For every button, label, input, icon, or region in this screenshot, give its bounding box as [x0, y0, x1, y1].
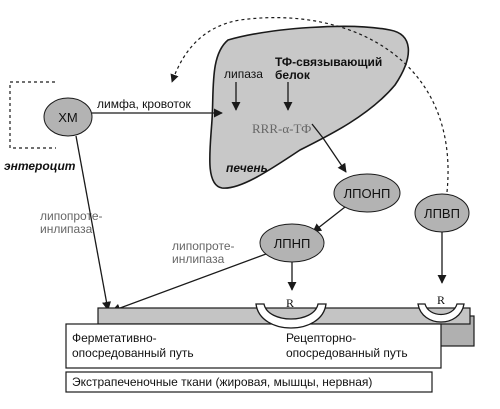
lymph-label: лимфа, кровоток	[97, 97, 191, 111]
lipoprotein-lipase-label-1a: липопроте-	[40, 209, 103, 223]
receptor-path-label-2: опосредованный путь	[286, 346, 408, 360]
liver-to-lponp-arrow	[311, 123, 347, 173]
lipoprotein-lipase-label-2b: инлипаза	[172, 252, 225, 266]
extrahepatic-tissues-label: Экстрапеченочные ткани (жировая, мышцы, …	[72, 375, 372, 389]
receptor-label-2: R	[437, 293, 445, 307]
lipase-label: липаза	[224, 67, 263, 81]
tf-binding-label-2: белок	[275, 68, 311, 82]
enzymatic-path-label-2: опосредованный путь	[72, 346, 194, 360]
enterocyte-label: энтероцит	[4, 159, 76, 173]
lpnp-to-enzymatic-arrow	[111, 253, 267, 313]
receptor-cup-2	[417, 303, 465, 323]
xm-label: ХМ	[58, 110, 78, 125]
rrr-tf-label: RRR-α-ТФ	[252, 121, 311, 136]
receptor-label-1: R	[286, 296, 294, 310]
extrahepatic-tissues-bar	[65, 371, 433, 393]
tf-binding-label-1: ТФ-связывающий	[275, 55, 382, 69]
lipoprotein-lipase-label-1b: инлипаза	[40, 222, 93, 236]
lponp-to-lpnp-arrow	[312, 206, 346, 233]
xm-node	[43, 97, 93, 137]
lipoprotein-lipase-label-2a: липопроте-	[172, 239, 235, 253]
liver-shape	[208, 25, 410, 189]
enterocyte-box	[9, 81, 56, 149]
receptor-cup-1	[255, 303, 327, 329]
enzymatic-path-label-1: Ферметативно-	[72, 331, 157, 345]
receptor-path-label-1: Рецепторно-	[286, 331, 356, 345]
xm-to-tissue-arrow	[75, 135, 111, 311]
lpnp-label: ЛПНП	[274, 236, 311, 251]
lponp-label: ЛПОНП	[344, 186, 391, 201]
tissue-front-panel	[65, 323, 442, 369]
lpvp-label: ЛПВП	[424, 206, 460, 221]
lponp-node	[333, 173, 401, 213]
lpvp-return-dashed-arrow	[170, 17, 449, 193]
liver-label: печень	[226, 161, 268, 175]
